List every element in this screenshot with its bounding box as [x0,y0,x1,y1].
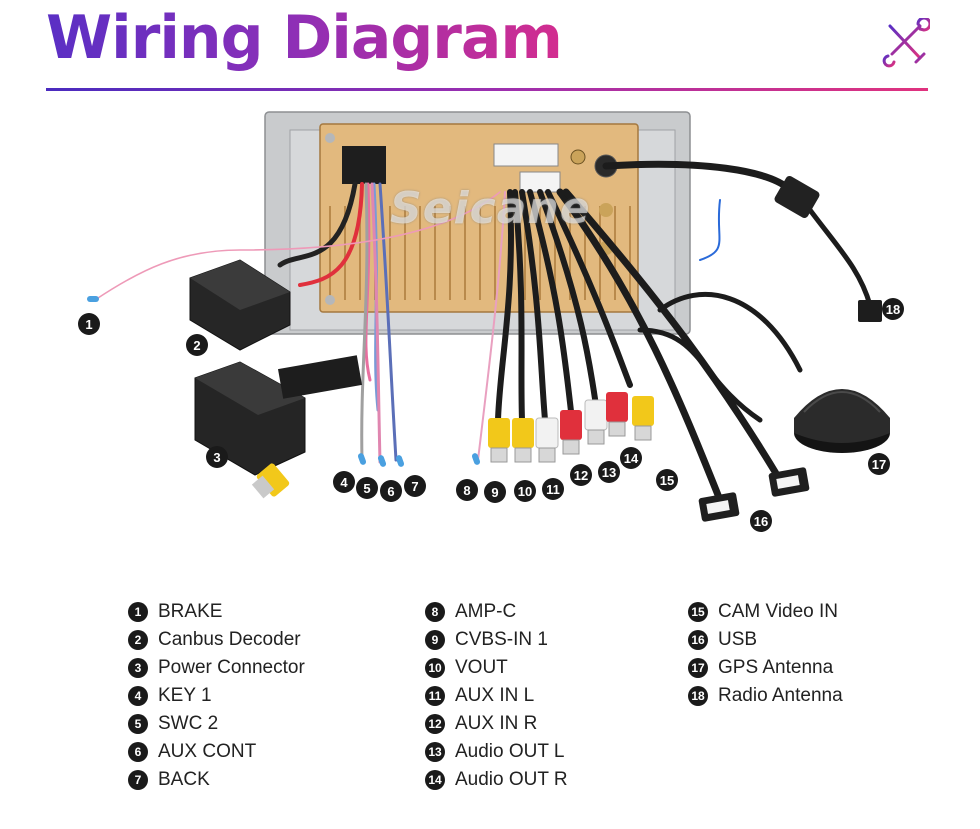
legend-column-2: 8 AMP-C 9 CVBS-IN 1 10 VOUT 11 AUX IN L 12 AU… [425,598,568,794]
legend-label: BRAKE [158,601,223,622]
legend-item: 11 AUX IN L [425,682,568,710]
legend-number: 13 [425,742,445,762]
legend-item: 8 AMP-C [425,598,568,626]
legend-number: 14 [425,770,445,790]
legend-number: 16 [688,630,708,650]
title-divider [46,88,928,91]
callout-9: 9 [484,481,506,503]
legend-label: CAM Video IN [718,601,839,622]
legend-item: 18 Radio Antenna [688,682,843,710]
legend-number: 2 [128,630,148,650]
legend-number: 7 [128,770,148,790]
legend-number: 5 [128,714,148,734]
legend-label: KEY 1 [158,685,212,706]
legend-label: AMP-C [455,601,517,622]
wire-tips [87,296,481,467]
callout-17: 17 [868,453,890,475]
callout-16: 16 [750,510,772,532]
callout-8: 8 [456,479,478,501]
legend-number: 11 [425,686,445,706]
wiring-diagram [87,111,890,522]
legend-item: 2 Canbus Decoder [128,626,305,654]
legend-label: CVBS-IN 1 [455,629,548,650]
wire-harness [94,160,873,504]
callout-3: 3 [206,446,228,468]
page-title: Wiring Diagram [46,3,563,73]
legend-label: AUX CONT [158,741,257,762]
legend-label: VOUT [455,657,508,678]
legend-item: 17 GPS Antenna [688,654,843,682]
legend-number: 12 [425,714,445,734]
usb-plugs [698,467,810,522]
legend-number: 17 [688,658,708,678]
radio-antenna-plug [774,175,882,322]
legend-label: BACK [158,769,210,790]
rca-plug-back-camera [251,463,290,499]
legend-number: 4 [128,686,148,706]
legend-number: 10 [425,658,445,678]
legend-item: 7 BACK [128,766,305,794]
legend-column-3: 15 CAM Video IN 16 USB 17 GPS Antenna 18 Rad… [688,598,843,710]
callout-15: 15 [656,469,678,491]
legend-label: Audio OUT R [455,769,568,790]
legend-item: 5 SWC 2 [128,710,305,738]
legend-item: 15 CAM Video IN [688,598,843,626]
callout-7: 7 [404,475,426,497]
rca-connector-row [488,392,654,463]
legend-item: 6 AUX CONT [128,738,305,766]
legend-item: 1 BRAKE [128,598,305,626]
legend-number: 18 [688,686,708,706]
legend-number: 15 [688,602,708,622]
legend-label: USB [718,629,758,650]
callout-2: 2 [186,334,208,356]
legend-item: 12 AUX IN R [425,710,568,738]
legend-number: 1 [128,602,148,622]
callout-6: 6 [380,480,402,502]
seicane-watermark: Seicane [390,183,591,234]
tools-icon [882,18,930,68]
callout-14: 14 [620,447,642,469]
legend-item: 9 CVBS-IN 1 [425,626,568,654]
legend-label: Radio Antenna [718,685,843,706]
legend-label: Canbus Decoder [158,629,301,650]
canbus-decoder-box [189,259,291,351]
legend-item: 10 VOUT [425,654,568,682]
legend-label: Power Connector [158,657,305,678]
callout-10: 10 [514,480,536,502]
callout-1: 1 [78,313,100,335]
callout-5: 5 [356,477,378,499]
gps-antenna-puck [794,389,890,453]
legend-label: SWC 2 [158,713,219,734]
legend-number: 9 [425,630,445,650]
callout-4: 4 [333,471,355,493]
callout-11: 11 [542,478,564,500]
legend-item: 14 Audio OUT R [425,766,568,794]
callout-13: 13 [598,461,620,483]
legend-label: AUX IN L [455,685,535,706]
legend-label: GPS Antenna [718,657,834,678]
legend-label: AUX IN R [455,713,538,734]
legend-item: 3 Power Connector [128,654,305,682]
legend-number: 6 [128,742,148,762]
callout-12: 12 [570,464,592,486]
legend-item: 16 USB [688,626,843,654]
legend-item: 4 KEY 1 [128,682,305,710]
legend-label: Audio OUT L [455,741,565,762]
legend-item: 13 Audio OUT L [425,738,568,766]
legend-number: 8 [425,602,445,622]
legend-number: 3 [128,658,148,678]
callout-18: 18 [882,298,904,320]
